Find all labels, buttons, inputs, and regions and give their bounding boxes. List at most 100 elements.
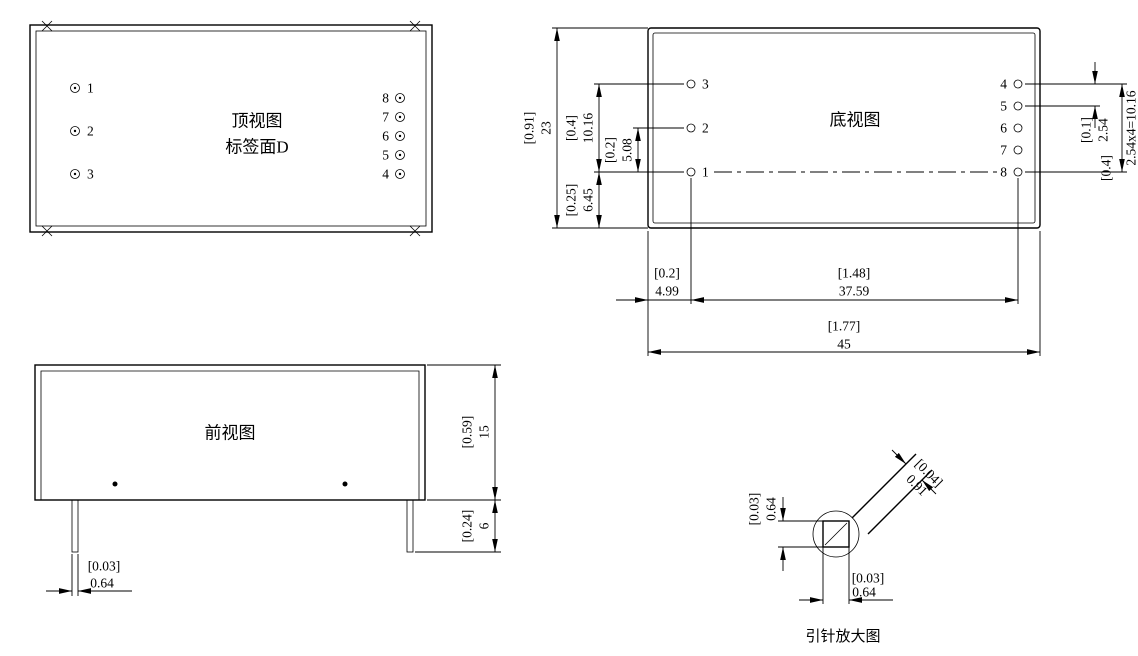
pin-icon bbox=[1013, 167, 1023, 177]
dim-right-span-inch: [0.4] bbox=[1099, 155, 1114, 181]
right-lead bbox=[406, 499, 414, 553]
pin-dot bbox=[342, 481, 348, 487]
dim-edge-pin1-mm: 4.99 bbox=[655, 284, 679, 299]
pin-icon bbox=[70, 169, 80, 179]
pin-icon bbox=[1013, 123, 1023, 133]
front-view-inner-outline bbox=[40, 370, 420, 500]
pin-number: 4 bbox=[382, 167, 389, 182]
pin-number: 3 bbox=[702, 77, 709, 92]
pin-icon bbox=[395, 169, 405, 179]
pin-number: 7 bbox=[1000, 143, 1007, 158]
dim-detail-width-mm: 0.64 bbox=[852, 585, 876, 600]
front-view-title: 前视图 bbox=[205, 424, 256, 443]
dim-width-mm: 45 bbox=[837, 337, 851, 352]
pin-icon bbox=[395, 131, 405, 141]
pin-number: 5 bbox=[1000, 99, 1007, 114]
pin-icon bbox=[395, 93, 405, 103]
dimension-lines bbox=[780, 449, 937, 603]
dim-detail-height-inch: [0.03] bbox=[747, 493, 762, 526]
top-view-inner-outline bbox=[35, 30, 427, 227]
front-view-outline bbox=[34, 364, 426, 501]
pin-center-dot bbox=[398, 134, 402, 138]
pin-icon bbox=[686, 167, 696, 177]
pin-number: 2 bbox=[87, 124, 94, 139]
pin-number: 8 bbox=[1000, 165, 1007, 180]
extension-lines bbox=[552, 27, 1127, 356]
top-view-label-face: 标签面D bbox=[225, 138, 288, 157]
bottom-view-pins-left: 3 2 1 bbox=[686, 77, 709, 180]
pin-number: 2 bbox=[702, 121, 709, 136]
dim-left-span-inch: [0.4] bbox=[564, 115, 579, 141]
dim-pin1-edge-inch: [0.25] bbox=[564, 184, 579, 217]
pin-edge-line bbox=[851, 453, 917, 519]
pin-center-dot bbox=[73, 129, 77, 133]
pin-cross-section bbox=[822, 520, 850, 548]
extension-lines bbox=[71, 364, 501, 596]
dim-pin-width-mm: 0.64 bbox=[90, 576, 114, 591]
pin-icon bbox=[686, 123, 696, 133]
bottom-view: 底视图 3 2 1 4 5 6 7 8 bbox=[522, 27, 1138, 356]
pin-number: 4 bbox=[1000, 77, 1007, 92]
dim-pin-length-mm: 6 bbox=[477, 522, 492, 529]
top-view-pins-left: 1 2 3 bbox=[70, 81, 94, 182]
pin-number: 7 bbox=[382, 110, 389, 125]
front-view: 前视图 [0.59] 15 [0.24] 6 [0.03] 0.64 bbox=[34, 364, 501, 596]
pin-center-dot bbox=[73, 86, 77, 90]
dim-right-span-mm: 2.54x4=10.16 bbox=[1124, 90, 1138, 165]
dim-height-inch: [0.91] bbox=[522, 112, 537, 145]
pin-center-dot bbox=[398, 115, 402, 119]
dim-pin-width-inch: [0.03] bbox=[88, 559, 121, 574]
dim-width-inch: [1.77] bbox=[828, 319, 861, 334]
pin-edge-line bbox=[867, 469, 933, 535]
top-view-outline bbox=[29, 24, 433, 233]
dim-left-pitch-inch: [0.2] bbox=[603, 137, 618, 163]
dimension-lines bbox=[46, 365, 498, 594]
bottom-view-title: 底视图 bbox=[830, 111, 881, 130]
pin-number: 6 bbox=[1000, 121, 1007, 136]
dim-detail-width-inch: [0.03] bbox=[852, 571, 885, 586]
top-view-pins-right: 8 7 6 5 4 bbox=[382, 91, 405, 182]
dim-body-height-mm: 15 bbox=[477, 425, 492, 439]
pin-number: 1 bbox=[702, 165, 709, 180]
bottom-view-pins-right: 4 5 6 7 8 bbox=[1000, 77, 1023, 180]
pin-number: 6 bbox=[382, 129, 389, 144]
pin-icon bbox=[1013, 79, 1023, 89]
pin-center-dot bbox=[398, 172, 402, 176]
top-view-title: 顶视图 bbox=[232, 112, 283, 131]
dim-pin1-pin8-mm: 37.59 bbox=[839, 284, 870, 299]
pin-icon bbox=[70, 126, 80, 136]
pin-number: 5 bbox=[382, 148, 389, 163]
dim-left-pitch-mm: 5.08 bbox=[620, 138, 635, 162]
pin-number: 3 bbox=[87, 167, 94, 182]
pin-icon bbox=[686, 79, 696, 89]
dim-right-pitch-mm: 2.54 bbox=[1096, 118, 1111, 142]
pin-center-dot bbox=[398, 96, 402, 100]
pin-detail-caption: 引针放大图 bbox=[805, 628, 880, 645]
pin-detail-view: [0.03] 0.64 [0.03] 0.64 [0.04] 0.91 引针放大… bbox=[747, 449, 946, 645]
detail-circle bbox=[812, 510, 860, 558]
pin-dot bbox=[112, 481, 118, 487]
pin-chamfer-line bbox=[824, 522, 848, 546]
dim-height-mm: 23 bbox=[539, 121, 554, 135]
pin-center-dot bbox=[398, 153, 402, 157]
dim-edge-pin1-inch: [0.2] bbox=[654, 266, 680, 281]
corner-mark-icon bbox=[41, 20, 421, 237]
pin-number: 1 bbox=[87, 81, 94, 96]
dim-right-pitch-inch: [0.1] bbox=[1079, 117, 1094, 143]
dim-detail-height-mm: 0.64 bbox=[764, 497, 779, 521]
dim-pin-length-inch: [0.24] bbox=[460, 510, 475, 543]
pin-number: 8 bbox=[382, 91, 389, 106]
dim-body-height-inch: [0.59] bbox=[460, 416, 475, 449]
pin-icon bbox=[70, 83, 80, 93]
dimension-lines bbox=[554, 28, 1125, 355]
dim-left-span-mm: 10.16 bbox=[581, 113, 596, 144]
pin-center-dot bbox=[73, 172, 77, 176]
pin-icon bbox=[395, 150, 405, 160]
pin-icon bbox=[1013, 145, 1023, 155]
top-view: 1 2 3 8 7 6 5 4 顶视图 标签面D bbox=[29, 20, 433, 237]
dim-pin1-edge-mm: 6.45 bbox=[581, 188, 596, 212]
left-lead bbox=[71, 499, 79, 553]
pin-icon bbox=[1013, 101, 1023, 111]
dim-pin1-pin8-inch: [1.48] bbox=[838, 266, 871, 281]
